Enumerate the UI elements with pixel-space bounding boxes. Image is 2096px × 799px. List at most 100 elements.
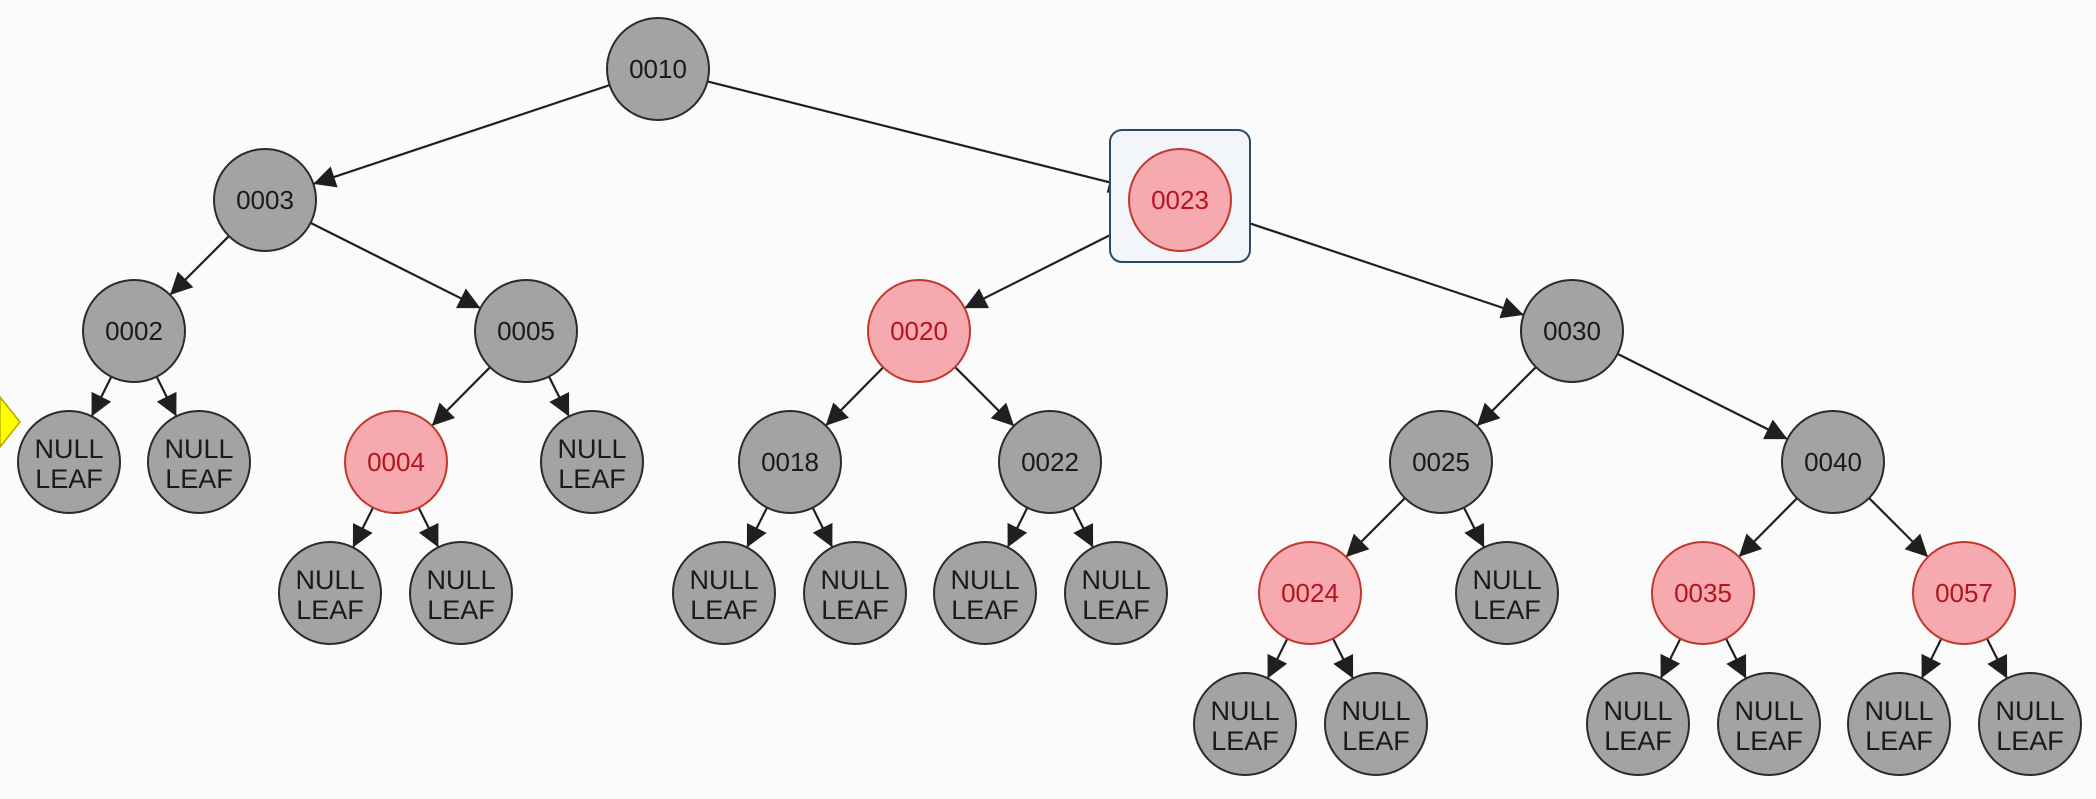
- tree-node-0040[interactable]: 0040: [1781, 410, 1885, 514]
- black-node-circle: [606, 17, 710, 121]
- null-leaf-line2: LEAF: [296, 595, 364, 625]
- null-leaf-line2: LEAF: [1865, 726, 1933, 756]
- null-leaf-line2: LEAF: [951, 595, 1019, 625]
- edge-n35-L14: [1724, 638, 1747, 679]
- edge-n22-L8: [1007, 507, 1029, 548]
- null-leaf-line2: LEAF: [35, 464, 103, 494]
- null-leaf-circle: [1586, 672, 1690, 776]
- edge-n30-n25: [1476, 366, 1537, 427]
- edge-n23-n30: [1228, 215, 1524, 319]
- edge-n24-L11: [1267, 638, 1289, 679]
- edge-n40-n35: [1738, 497, 1798, 557]
- node-label: 0018: [761, 447, 819, 477]
- null-leaf-circle: [803, 541, 907, 645]
- null-leaf-line2: LEAF: [165, 464, 233, 494]
- edge-n5-n4: [431, 366, 491, 426]
- node-label: 0024: [1281, 578, 1339, 608]
- null-leaf-circle: [1978, 672, 2082, 776]
- null-leaf-circle: [409, 541, 513, 645]
- node-label: 0035: [1674, 578, 1732, 608]
- nodes-layer: 0010 0003 0023 0002 0005 0020 0030 0004 0018 0022…: [17, 17, 2082, 776]
- tree-node-0004[interactable]: 0004: [344, 410, 448, 514]
- yellow-marker: [0, 395, 21, 449]
- null-leaf-line1: NULL: [1341, 696, 1410, 726]
- null-leaf-line2: LEAF: [427, 595, 495, 625]
- node-label: 0022: [1021, 447, 1079, 477]
- edge-n20-n18: [825, 366, 884, 426]
- null-leaf-circle: [1193, 672, 1297, 776]
- node-label: 0010: [629, 54, 687, 84]
- edge-n3-n5: [310, 221, 481, 309]
- edge-n23-n20: [964, 221, 1135, 309]
- null-leaf-circle: [933, 541, 1037, 645]
- tree-node-0035[interactable]: 0035: [1651, 541, 1755, 645]
- edges-layer: [91, 80, 2008, 679]
- edge-n22-L9: [1071, 507, 1094, 548]
- null-leaf-line1: NULL: [557, 434, 626, 464]
- tree-node-0018[interactable]: 0018: [738, 410, 842, 514]
- null-leaf-circle: [1064, 541, 1168, 645]
- black-node-circle: [82, 279, 186, 383]
- tree-node-0002[interactable]: 0002: [82, 279, 186, 383]
- edge-n3-n2: [169, 235, 230, 296]
- black-node-circle: [1781, 410, 1885, 514]
- edge-n25-n24: [1345, 497, 1406, 558]
- null-leaf-circle: [1847, 672, 1951, 776]
- tree-node-0022[interactable]: 0022: [998, 410, 1102, 514]
- tree-node-0020[interactable]: 0020: [867, 279, 971, 383]
- tree-node-0024[interactable]: 0024: [1258, 541, 1362, 645]
- edge-n4-L5: [417, 507, 439, 548]
- null-leaf-circle: [17, 410, 121, 514]
- null-leaf-line1: NULL: [295, 565, 364, 595]
- tree-node-0005[interactable]: 0005: [474, 279, 578, 383]
- node-label: 0025: [1412, 447, 1470, 477]
- tree-node-0030[interactable]: 0030: [1520, 279, 1624, 383]
- node-label: 0004: [367, 447, 425, 477]
- red-node-circle: [1128, 148, 1232, 252]
- null-leaf-line1: NULL: [950, 565, 1019, 595]
- edge-n18-L7: [811, 507, 833, 548]
- node-label: 0040: [1804, 447, 1862, 477]
- node-label: 0020: [890, 316, 948, 346]
- null-leaf-circle: [147, 410, 251, 514]
- tree-node-0023[interactable]: 0023: [1109, 129, 1251, 263]
- null-leaf-line1: NULL: [689, 565, 758, 595]
- null-leaf-line1: NULL: [1734, 696, 1803, 726]
- node-label: 0002: [105, 316, 163, 346]
- null-leaf-line2: LEAF: [1342, 726, 1410, 756]
- edge-n10-n23: [707, 80, 1131, 193]
- null-leaf-line1: NULL: [1081, 565, 1150, 595]
- node-label: 0005: [497, 316, 555, 346]
- tree-node-0025[interactable]: 0025: [1389, 410, 1493, 514]
- null-leaf-line2: LEAF: [1735, 726, 1803, 756]
- node-label: 0003: [236, 185, 294, 215]
- null-leaf-line1: NULL: [1210, 696, 1279, 726]
- null-leaf-line1: NULL: [820, 565, 889, 595]
- black-node-circle: [213, 148, 317, 252]
- black-node-circle: [1389, 410, 1493, 514]
- tree-node-0010[interactable]: 0010: [606, 17, 710, 121]
- tree-node-0057[interactable]: 0057: [1912, 541, 2016, 645]
- edge-n40-n57: [1868, 497, 1929, 558]
- null-leaf-line1: NULL: [34, 434, 103, 464]
- edge-n2-L2: [155, 376, 177, 417]
- tree-node-0003[interactable]: 0003: [213, 148, 317, 252]
- null-leaf-line2: LEAF: [558, 464, 626, 494]
- null-leaf-circle: [1717, 672, 1821, 776]
